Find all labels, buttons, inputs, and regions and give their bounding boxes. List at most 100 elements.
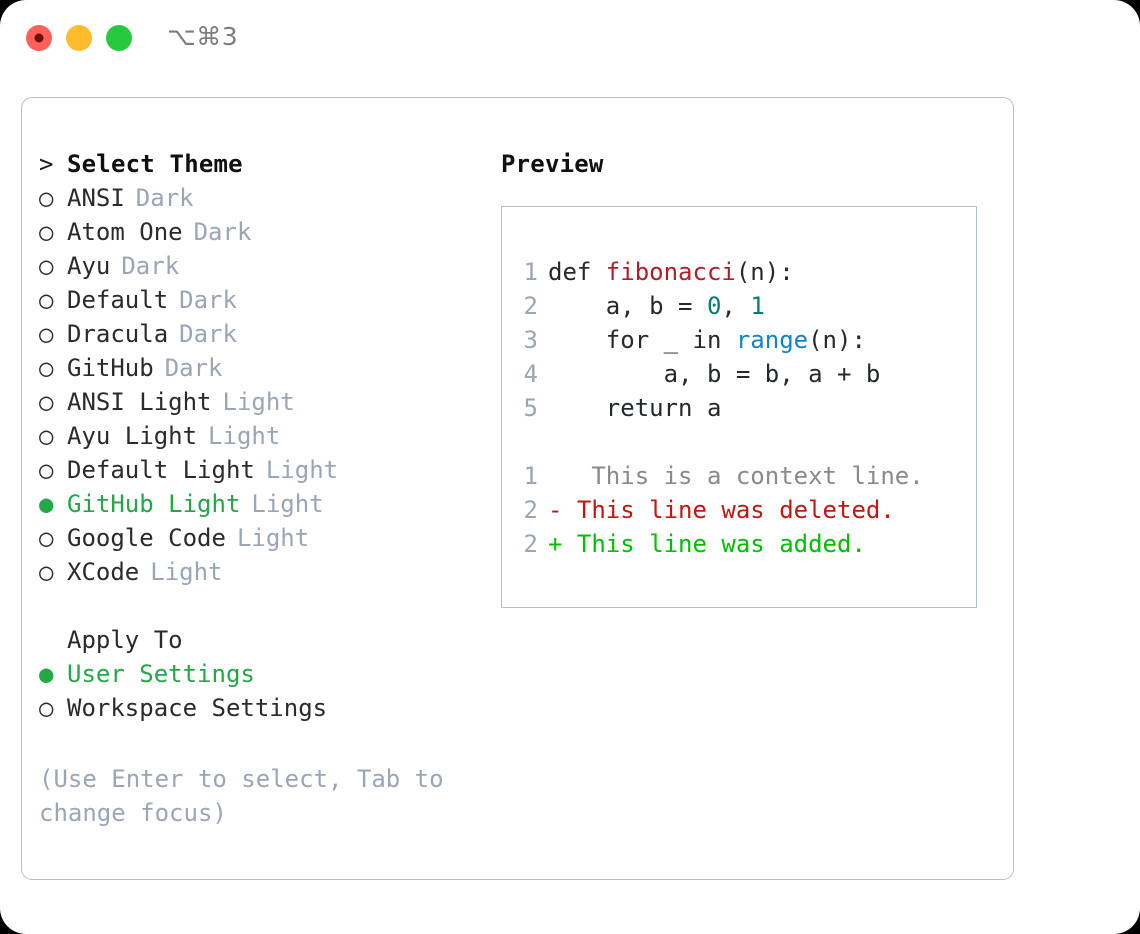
theme-name-label: GitHub Light xyxy=(67,490,241,518)
close-button[interactable] xyxy=(26,25,52,51)
apply-to-item[interactable]: ● User Settings xyxy=(39,660,499,694)
theme-variant-badge: Dark xyxy=(164,354,223,382)
theme-list-item[interactable]: ○ Default Dark xyxy=(39,286,499,320)
code-token: , xyxy=(721,292,751,320)
diff-text: This line was added. xyxy=(562,530,866,558)
theme-list-item[interactable]: ● GitHub Light Light xyxy=(39,490,499,524)
apply-to-list: ● User Settings ○Workspace Settings xyxy=(39,660,499,728)
code-token: a, b = b, a + b xyxy=(548,360,881,388)
code-token: (n): xyxy=(808,326,866,354)
code-line-number: 3 xyxy=(523,326,538,354)
diff-line-number: 2 xyxy=(523,530,538,558)
theme-variant-badge: Dark xyxy=(121,252,180,280)
radio-unselected-icon: ○ xyxy=(39,422,54,450)
theme-list-item[interactable]: ○ XCode Light xyxy=(39,558,499,592)
radio-unselected-icon: ○ xyxy=(39,184,54,212)
theme-variant-badge: Light xyxy=(251,490,324,518)
theme-name-label: Default xyxy=(67,286,169,314)
keyboard-shortcut-label: ⌥⌘3 xyxy=(167,22,239,51)
code-token: (n): xyxy=(735,258,794,286)
code-token: 1 xyxy=(750,292,765,320)
theme-variant-badge: Dark xyxy=(179,320,237,348)
theme-list-item[interactable]: ○ Ayu Dark xyxy=(39,252,499,286)
minimize-button[interactable] xyxy=(66,25,92,51)
code-token: a, b = xyxy=(548,292,707,320)
theme-name-label: Ayu xyxy=(67,252,111,280)
theme-name-label: ANSI Light xyxy=(67,388,212,416)
code-line: 2 a, b = 0, 1 xyxy=(516,289,970,323)
theme-name-label: Google Code xyxy=(67,524,226,552)
diff-text: This is a context line. xyxy=(562,462,924,490)
theme-variant-badge: Light xyxy=(236,524,310,552)
code-line: 5 return a xyxy=(516,391,970,425)
radio-unselected-icon: ○ xyxy=(39,286,54,314)
diff-line: 2 + This line was added. xyxy=(516,527,970,561)
theme-list-item[interactable]: ○ Ayu Light Light xyxy=(39,422,499,456)
theme-list-item[interactable]: ○ Atom One Dark xyxy=(39,218,499,252)
theme-name-label: GitHub xyxy=(67,354,154,382)
maximize-button[interactable] xyxy=(106,25,132,51)
code-token: return a xyxy=(548,394,722,422)
code-token: 0 xyxy=(706,292,722,320)
radio-unselected-icon: ○ xyxy=(39,558,54,586)
theme-name-label: Ayu Light xyxy=(67,422,198,450)
window-controls xyxy=(26,25,132,51)
diff-sign xyxy=(548,462,562,490)
code-token: range xyxy=(735,326,809,354)
diff-line: 1 This is a context line. xyxy=(516,459,970,493)
theme-variant-badge: Dark xyxy=(179,286,237,314)
theme-name-label: Default Light xyxy=(67,456,255,484)
code-line: 3 for _ in range(n): xyxy=(516,323,970,357)
diff-line: 2- This line was deleted. xyxy=(516,493,970,527)
title-bar: ⌥⌘3 xyxy=(0,0,1140,78)
keyboard-hint-text: (Use Enter to select, Tab to change focu… xyxy=(39,765,459,827)
apply-to-label: User Settings xyxy=(67,660,255,688)
theme-variant-badge: Light xyxy=(265,456,339,484)
code-diff-gap xyxy=(516,425,970,459)
apply-to-label: Workspace Settings xyxy=(67,694,328,722)
theme-list-item[interactable]: ○ GitHub Dark xyxy=(39,354,499,388)
apply-to-item[interactable]: ○Workspace Settings xyxy=(39,694,499,728)
radio-unselected-icon: ○ xyxy=(39,456,54,484)
apply-to-marker-placeholder xyxy=(39,626,67,654)
diff-sign: - xyxy=(548,496,563,524)
apply-to-header-label: Apply To xyxy=(67,626,183,654)
recording-indicator-icon xyxy=(34,33,44,43)
radio-unselected-icon: ○ xyxy=(39,218,54,246)
radio-selected-icon: ● xyxy=(39,490,54,518)
theme-name-label: ANSI xyxy=(67,184,125,212)
code-token: for _ in xyxy=(548,326,736,354)
radio-unselected-icon: ○ xyxy=(39,320,54,348)
theme-name-label: Atom One xyxy=(67,218,183,246)
theme-name-label: XCode xyxy=(67,558,140,586)
diff-text: This line was deleted. xyxy=(562,496,895,524)
diff-sign: + xyxy=(548,530,563,558)
code-token: def xyxy=(548,258,606,286)
preview-title: Preview xyxy=(501,150,604,178)
theme-variant-badge: Light xyxy=(150,558,223,586)
theme-variant-badge: Light xyxy=(208,422,281,450)
section-spacer xyxy=(39,592,499,626)
code-line-number: 4 xyxy=(523,360,538,388)
code-line-number: 2 xyxy=(523,292,538,320)
diff-line-number: 1 xyxy=(523,462,538,490)
diff-line-number: 2 xyxy=(523,496,538,524)
radio-unselected-icon: ○ xyxy=(39,354,54,382)
theme-list-item[interactable]: ○ Default Light Light xyxy=(39,456,499,490)
radio-unselected-icon: ○ xyxy=(39,252,54,280)
code-line-number: 1 xyxy=(523,258,538,286)
hint-spacer xyxy=(39,728,499,762)
theme-variant-badge: Dark xyxy=(193,218,252,246)
radio-selected-icon: ● xyxy=(39,660,54,688)
